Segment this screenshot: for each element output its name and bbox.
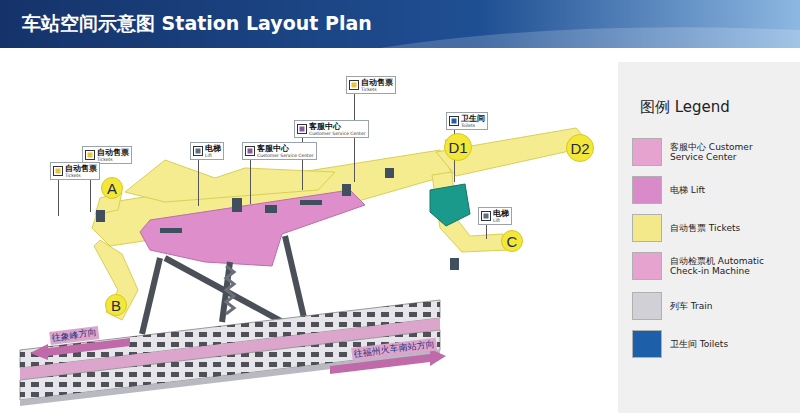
sign-label-en: Toilets <box>461 123 485 128</box>
sign-label: 卫生间 <box>461 114 485 123</box>
entrance-letter: C <box>507 233 518 250</box>
entrance-circle: C <box>501 230 523 252</box>
sign-post <box>198 160 199 206</box>
entrance-letter: D1 <box>448 139 467 156</box>
sign-icon <box>297 124 307 134</box>
sign-icon <box>53 166 63 176</box>
sign-post <box>486 225 487 239</box>
sign-text: 电梯Lift <box>205 144 221 158</box>
sign-text: 客服中心Customer Service Center <box>257 144 314 158</box>
legend-text: 电梯 Lift <box>670 185 768 195</box>
sign-label-en: Lift <box>205 153 221 158</box>
sign-label-en: Customer Service Center <box>257 153 314 158</box>
legend-text: 自动售票 Tickets <box>670 223 768 233</box>
legend-swatch <box>632 252 662 280</box>
sign-text: 卫生间Toilets <box>461 114 485 128</box>
legend-swatch <box>632 214 662 242</box>
entrance-circle: A <box>101 177 123 199</box>
header-bar <box>0 0 800 48</box>
sign-text: 自动售票Tickets <box>65 164 97 178</box>
sign-text: 自动售票Tickets <box>97 148 129 162</box>
sign-label: 电梯 <box>493 209 509 218</box>
sign-text: 客服中心Customer Service Center <box>309 122 366 136</box>
sign-label: 客服中心 <box>257 144 314 153</box>
sign-label: 自动售票 <box>97 148 129 157</box>
page-title: 车站空间示意图 Station Layout Plan <box>22 11 372 37</box>
sign-board: 电梯Lift <box>478 207 512 225</box>
entrance-circle: D2 <box>566 134 594 162</box>
sign-label-en: Tickets <box>361 87 393 92</box>
legend-swatch <box>632 176 662 204</box>
sign-label-en: Tickets <box>65 173 97 178</box>
sign-label-en: Lift <box>493 218 509 223</box>
entrance-circle: D1 <box>444 133 472 161</box>
direction-label: 往福州火车南站方向 <box>351 338 437 361</box>
sign-text: 自动售票Tickets <box>361 78 393 92</box>
sign-icon <box>449 116 459 126</box>
sign-label: 电梯 <box>205 144 221 153</box>
sign-post <box>58 180 59 216</box>
sign-label: 自动售票 <box>65 164 97 173</box>
sign-text: 电梯Lift <box>493 209 509 223</box>
direction-label: 往象峰方向 <box>49 326 99 345</box>
legend-panel <box>618 62 800 413</box>
sign-board: 客服中心Customer Service Center <box>242 142 317 160</box>
sign-label: 客服中心 <box>309 122 366 131</box>
legend-swatch <box>632 330 662 358</box>
entrance-letter: A <box>107 180 117 197</box>
legend-text: 卫生间 Toilets <box>670 339 768 349</box>
sign-board: 客服中心Customer Service Center <box>294 120 369 138</box>
legend-text: 列车 Train <box>670 301 768 311</box>
sign-board: 自动售票Tickets <box>346 76 396 94</box>
sign-icon <box>85 150 95 160</box>
entrance-letter: B <box>111 297 121 314</box>
sign-icon <box>349 80 359 90</box>
sign-post <box>354 94 355 182</box>
entrance-letter: D2 <box>570 140 589 157</box>
sign-post <box>250 160 251 204</box>
sign-icon <box>245 146 255 156</box>
legend-swatch <box>632 138 662 166</box>
sign-icon <box>481 211 491 221</box>
sign-label: 自动售票 <box>361 78 393 87</box>
sign-label-en: Customer Service Center <box>309 131 366 136</box>
sign-board: 卫生间Toilets <box>446 112 488 130</box>
sign-board: 电梯Lift <box>190 142 224 160</box>
entrance-circle: B <box>105 294 127 316</box>
sign-board: 自动售票Tickets <box>50 162 100 180</box>
legend-heading: 图例 Legend <box>640 98 730 117</box>
sign-label-en: Tickets <box>97 157 129 162</box>
sign-icon <box>193 146 203 156</box>
legend-text: 客服中心 Customer Service Center <box>670 142 768 162</box>
legend-text: 自动检票机 Automatic Check-in Machine <box>670 256 768 276</box>
legend-swatch <box>632 292 662 320</box>
